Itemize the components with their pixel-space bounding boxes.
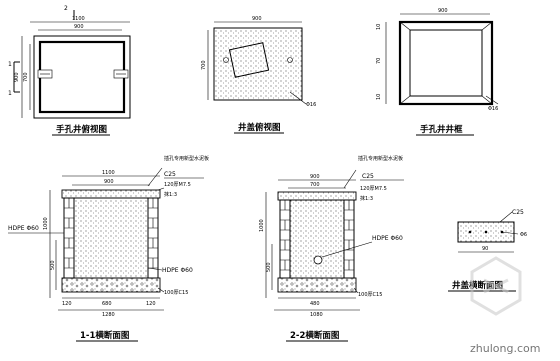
s2-dim-left-a: 1000 [259, 219, 265, 232]
view-cover-plan: 900 700 Φ16 井盖俯视图 [201, 16, 316, 134]
s1-top-slab [61, 189, 161, 199]
dim-frame-a: 70 [376, 58, 382, 64]
view-plan-top: 1 1 2 1100 900 900 700 手孔井俯视图 [8, 5, 131, 136]
view-section-2: 900 700 1000 500 插孔专用新型水泥板 C25 120厚M7.5 … [259, 155, 404, 342]
s2-dim-bottom-total: 1080 [310, 312, 323, 318]
s1-top-note: 插孔专用新型水泥板 [164, 155, 209, 162]
frame-outer [398, 20, 494, 106]
detail-dim: 90 [482, 246, 488, 252]
pit-outline-inner [38, 40, 126, 114]
s1-dim-bottom-c: 120 [146, 301, 156, 307]
frame-rebar-label: Φ16 [488, 106, 498, 112]
s2-label-wall-a: 120厚M7.5 [360, 186, 387, 192]
s1-label-wall-b: 抹1:3 [164, 191, 177, 198]
s2-label-c25: C25 [362, 173, 374, 180]
s2-dim-left-b: 500 [266, 262, 272, 272]
s2-label-base: 100厚C15 [358, 292, 382, 298]
view-title-cover-section: 井盖横断面图 [452, 280, 503, 291]
dim-left-inner: 700 [23, 72, 29, 82]
dim-cover-left: 700 [201, 60, 207, 70]
s1-dim-top-inner: 900 [104, 179, 114, 185]
s1-dim-top-outer: 1100 [102, 170, 115, 176]
s1-label-hdpe-left: HDPE Φ60 [8, 225, 39, 232]
dim-frame-c: 10 [376, 24, 382, 30]
dim-frame-b: 10 [376, 94, 382, 100]
view-section-1: 1100 900 1000 500 插孔专用新型水泥板 C25 120厚M7.5… [8, 155, 209, 342]
dim-frame-top: 900 [438, 8, 448, 14]
s2-top-slab [277, 191, 357, 201]
s1-label-wall-a: 120厚M7.5 [164, 182, 191, 188]
s1-interior [73, 197, 149, 279]
s2-dim-bottom-b: 480 [310, 301, 320, 307]
view-title-section-1: 1-1横断面图 [80, 330, 129, 341]
detail-label-c25: C25 [512, 209, 524, 216]
view-title-plan: 手孔井俯视图 [56, 124, 107, 135]
detail-label-rebar: Φ6 [520, 232, 527, 238]
s2-base [277, 277, 357, 293]
dim-left-outer: 900 [14, 72, 20, 82]
s1-label-hdpe-right: HDPE Φ60 [162, 267, 193, 274]
dim-top-inner: 900 [74, 24, 84, 30]
s2-dim-top-outer: 900 [310, 174, 320, 180]
dim-cover-top: 900 [252, 16, 262, 22]
pit-outline-outer [33, 35, 131, 119]
section-marker-1a: 1 [8, 61, 12, 68]
s2-interior [289, 199, 345, 279]
s2-dim-top-inner: 700 [310, 182, 320, 188]
s1-dim-bottom-a: 120 [62, 301, 72, 307]
view-cover-section: C25 Φ6 90 井盖横断面图 [448, 209, 527, 292]
frame-inner [409, 29, 483, 97]
s1-dim-left-a: 1000 [43, 217, 49, 230]
s1-base [61, 277, 161, 293]
view-title-section-2: 2-2横断面图 [290, 330, 339, 341]
cover-handle-box [228, 42, 270, 78]
s1-dim-left-b: 500 [50, 260, 56, 270]
view-frame-plan: 900 10 70 10 Φ16 手孔井井框 [376, 8, 498, 136]
s1-dim-bottom-b: 680 [102, 301, 112, 307]
section-marker-2: 2 [64, 5, 68, 12]
watermark: zhulong.com [470, 256, 540, 355]
view-title-frame: 手孔井井框 [420, 124, 463, 135]
s1-label-c25: C25 [164, 171, 176, 178]
section-marker-1b: 1 [8, 90, 12, 97]
view-title-cover: 井盖俯视图 [238, 122, 281, 133]
s2-hdpe-pipe [313, 255, 323, 265]
cover-rebar-label: Φ16 [306, 102, 316, 108]
s2-label-wall-b: 抹1:3 [360, 195, 373, 202]
s1-dim-bottom-total: 1280 [102, 312, 115, 318]
cover-slab [213, 27, 303, 101]
watermark-text: zhulong.com [470, 342, 540, 355]
s2-top-note: 插孔专用新型水泥板 [358, 155, 403, 162]
dim-top-outer: 1100 [72, 16, 85, 22]
s1-label-base: 100厚C15 [164, 290, 188, 296]
s2-label-hdpe: HDPE Φ60 [372, 235, 403, 242]
